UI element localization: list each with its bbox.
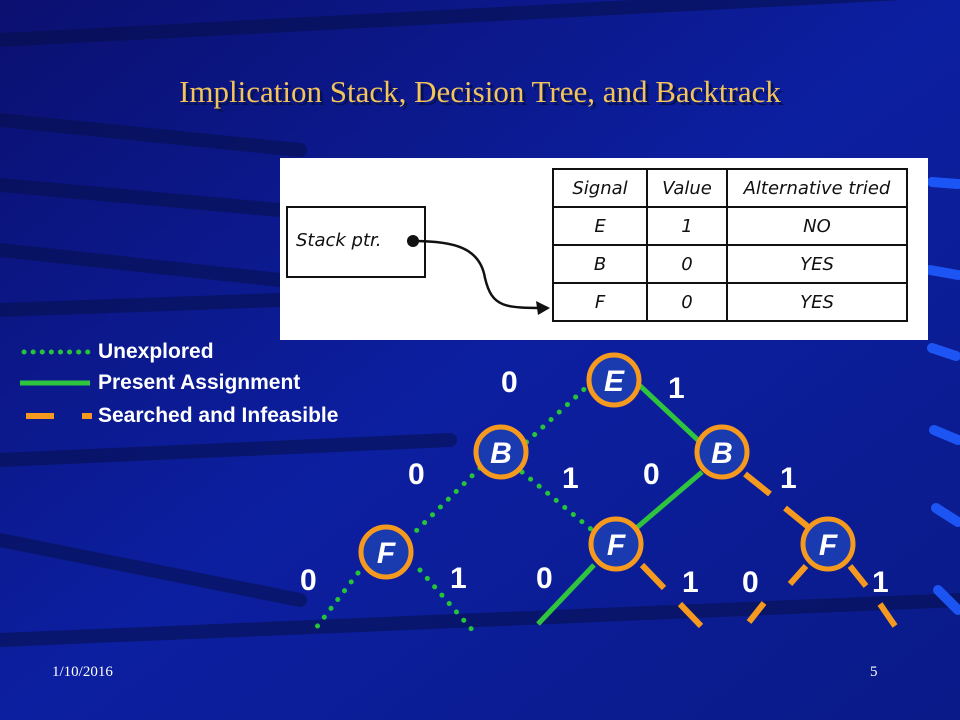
stack-table: Signal Value Alternative tried E 1 NO B … [552,168,908,322]
stack-pointer-arrow [407,235,550,315]
node-f-right-label: F [819,529,838,562]
node-e-label: E [604,365,625,398]
branch-label-rf-1: 1 [872,566,889,599]
branch-label-lf-1: 1 [450,562,467,595]
node-f-middle-label: F [607,529,626,562]
edge-rb-0 [632,470,704,532]
branch-label-lb-0: 0 [408,458,425,491]
solid-line-swatch [20,380,90,386]
edge-mf-1-seg1 [639,562,667,591]
legend-present-assignment: Present Assignment [20,369,300,397]
header-alternative-tried: Alternative tried [726,168,908,208]
cell-alternative: YES [726,244,908,284]
cell-alternative: YES [726,282,908,322]
branch-label-rf-0: 0 [742,566,759,599]
edge-rf-0-seg1 [787,564,809,586]
branch-label-e-1: 1 [668,372,685,405]
branch-label-e-0: 0 [501,366,518,399]
legend-present-label: Present Assignment [98,371,301,394]
branch-label-rb-0: 0 [643,458,660,491]
edge-rb-1-seg1 [743,471,772,497]
cell-signal: E [552,206,648,246]
node-b-left-label: B [490,437,512,470]
legend-unexplored: Unexplored [20,338,214,366]
node-f-left: F [358,524,414,580]
edge-rf-1-seg2 [877,602,898,628]
table-row: E 1 NO [552,206,908,246]
stack-pointer-label: Stack ptr. [296,230,382,251]
edge-e-0 [517,379,595,451]
edge-lf-0 [313,570,361,631]
edge-rf-0-seg2 [746,601,767,624]
cell-signal: B [552,244,648,284]
header-signal: Signal [552,168,648,208]
branch-label-lb-1: 1 [562,462,579,495]
cell-value: 0 [646,244,728,284]
cell-signal: F [552,282,648,322]
dashed-line-swatch [26,413,92,419]
node-f-left-label: F [377,537,396,570]
header-value: Value [646,168,728,208]
table-row: B 0 YES [552,244,908,284]
edge-e-1 [634,380,702,444]
edge-rf-1-seg1 [847,564,869,588]
branch-label-lf-0: 0 [300,564,317,597]
node-e: E [586,352,642,408]
stack-table-header-row: Signal Value Alternative tried [552,168,908,208]
slide-title: Implication Stack, Decision Tree, and Ba… [179,74,781,109]
node-f-middle: F [588,516,644,572]
dotted-line-swatch [21,349,92,355]
edge-mf-1-seg2 [677,601,704,629]
cell-value: 0 [646,282,728,322]
table-row: F 0 YES [552,282,908,322]
cell-value: 1 [646,206,728,246]
branch-label-mf-1: 1 [682,566,699,599]
footer-page-number: 5 [870,664,878,680]
edge-lb-1 [519,469,595,533]
cell-alternative: NO [726,206,908,246]
node-b-right-label: B [711,437,733,470]
edge-lf-1 [417,567,477,635]
edge-lb-0 [409,465,483,538]
legend-searched-infeasible: Searched and Infeasible [20,402,338,430]
node-f-right: F [800,516,856,572]
branch-label-mf-0: 0 [536,562,553,595]
footer-date: 1/10/2016 [52,664,113,680]
implication-stack-panel: Stack ptr. Signal Value Alternative trie… [280,158,928,340]
legend-infeasible-label: Searched and Infeasible [98,404,339,427]
legend-unexplored-label: Unexplored [98,340,214,363]
node-b-right: B [694,424,750,480]
edge-mf-0 [536,563,596,626]
node-b-left: B [473,424,529,480]
branch-label-rb-1: 1 [780,462,797,495]
